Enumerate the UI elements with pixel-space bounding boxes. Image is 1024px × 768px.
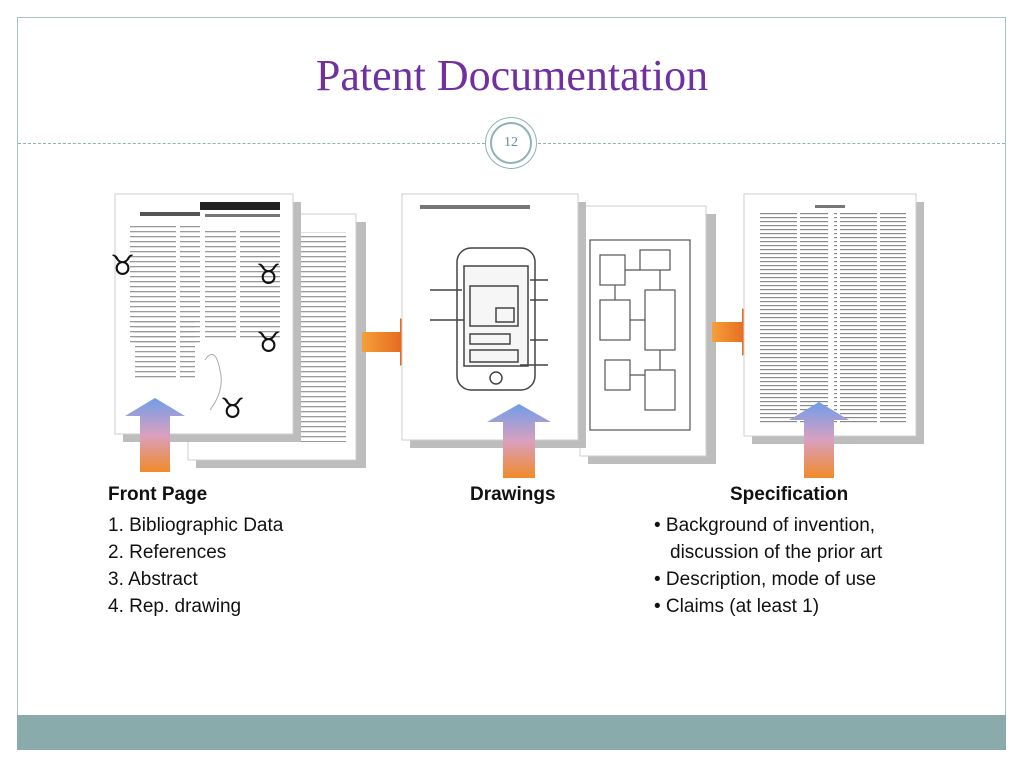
specification-item: • Description, mode of use bbox=[654, 569, 877, 590]
taurus-markers: ♉ ♉ ♉ ♉ bbox=[110, 249, 281, 425]
marker-symbol: ♉ bbox=[110, 249, 135, 282]
front-page-item: 2. References bbox=[108, 542, 227, 563]
specification-heading: Specification bbox=[730, 484, 849, 505]
specification-item: discussion of the prior art bbox=[670, 542, 883, 563]
page-number: 12 bbox=[490, 122, 532, 164]
front-page-caption: Front Page 1. Bibliographic Data 2. Refe… bbox=[108, 484, 283, 620]
drawing-documents bbox=[401, 193, 716, 464]
drawings-heading: Drawings bbox=[470, 484, 556, 505]
front-page-heading: Front Page bbox=[108, 484, 208, 505]
marker-symbol: ♉ bbox=[256, 258, 281, 291]
footer-bar bbox=[17, 715, 1006, 750]
drawings-up-arrow bbox=[487, 404, 551, 478]
drawings-caption: Drawings bbox=[470, 484, 556, 512]
page-number-badge: 12 bbox=[485, 117, 537, 169]
front-page-documents bbox=[114, 193, 366, 468]
specification-documents bbox=[743, 193, 924, 444]
marker-symbol: ♉ bbox=[220, 392, 245, 425]
marker-symbol: ♉ bbox=[256, 326, 281, 359]
specification-caption: Specification • Background of invention,… bbox=[654, 484, 882, 620]
front-page-up-arrow bbox=[125, 398, 185, 472]
front-page-item: 1. Bibliographic Data bbox=[108, 515, 284, 536]
specification-item: • Claims (at least 1) bbox=[654, 596, 820, 617]
title-divider-right bbox=[538, 143, 1005, 144]
front-page-item: 3. Abstract bbox=[108, 569, 198, 590]
specification-up-arrow bbox=[789, 402, 849, 478]
front-page-item: 4. Rep. drawing bbox=[108, 596, 242, 617]
specification-item: • Background of invention, bbox=[654, 515, 876, 536]
slide-title: Patent Documentation bbox=[315, 51, 709, 100]
title-divider-left bbox=[18, 143, 485, 144]
